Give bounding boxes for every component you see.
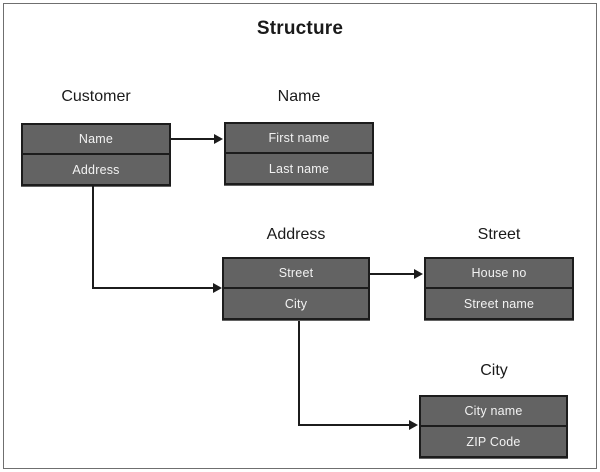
connector-customer-address-vertical (92, 186, 94, 288)
entity-box-customer: Name Address (21, 123, 171, 187)
entity-row-customer-address: Address (21, 154, 171, 186)
entity-row-city-zip-code: ZIP Code (419, 426, 568, 458)
connector-customer-address-horizontal (92, 287, 214, 289)
entity-row-street-street-name: Street name (424, 288, 574, 320)
arrow-head-city (409, 420, 418, 430)
diagram-title: Structure (256, 18, 344, 39)
connector-customer-name-to-name (171, 138, 215, 140)
entity-row-name-last-name: Last name (224, 153, 374, 185)
connector-address-city-vertical (298, 321, 300, 425)
entity-label-name: Name (277, 88, 321, 105)
entity-box-name: First name Last name (224, 122, 374, 186)
entity-row-customer-name: Name (21, 123, 171, 155)
entity-row-street-house-no: House no (424, 257, 574, 289)
entity-label-customer: Customer (61, 88, 131, 105)
arrow-head-name (214, 134, 223, 144)
arrow-head-address (213, 283, 222, 293)
entity-row-city-city-name: City name (419, 395, 568, 427)
entity-box-address: Street City (222, 257, 370, 321)
connector-address-city-horizontal (298, 424, 410, 426)
entity-label-address: Address (266, 226, 326, 243)
entity-box-city: City name ZIP Code (419, 395, 568, 459)
entity-label-street: Street (477, 226, 521, 243)
entity-row-address-city: City (222, 288, 370, 320)
entity-label-city: City (480, 362, 508, 379)
connector-address-street-to-street (370, 273, 415, 275)
arrow-head-street (414, 269, 423, 279)
entity-row-address-street: Street (222, 257, 370, 289)
entity-box-street: House no Street name (424, 257, 574, 321)
entity-row-name-first-name: First name (224, 122, 374, 154)
